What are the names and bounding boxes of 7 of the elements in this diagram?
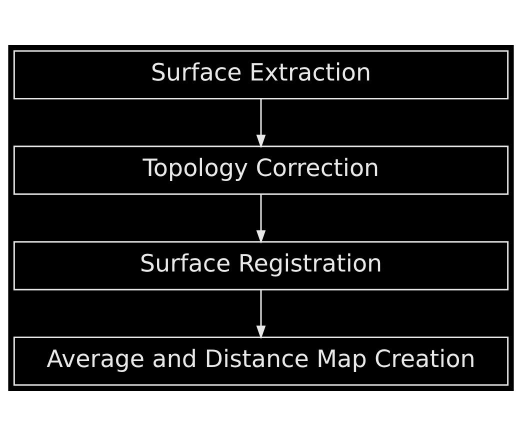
node-box: Surface Registration xyxy=(13,241,509,290)
arrow xyxy=(256,98,266,148)
arrow xyxy=(256,290,266,340)
arrow xyxy=(256,194,266,244)
node-box: Average and Distance Map Creation xyxy=(13,336,509,386)
node-box: Surface Extraction xyxy=(13,50,509,100)
node-box: Topology Correction xyxy=(13,146,509,195)
